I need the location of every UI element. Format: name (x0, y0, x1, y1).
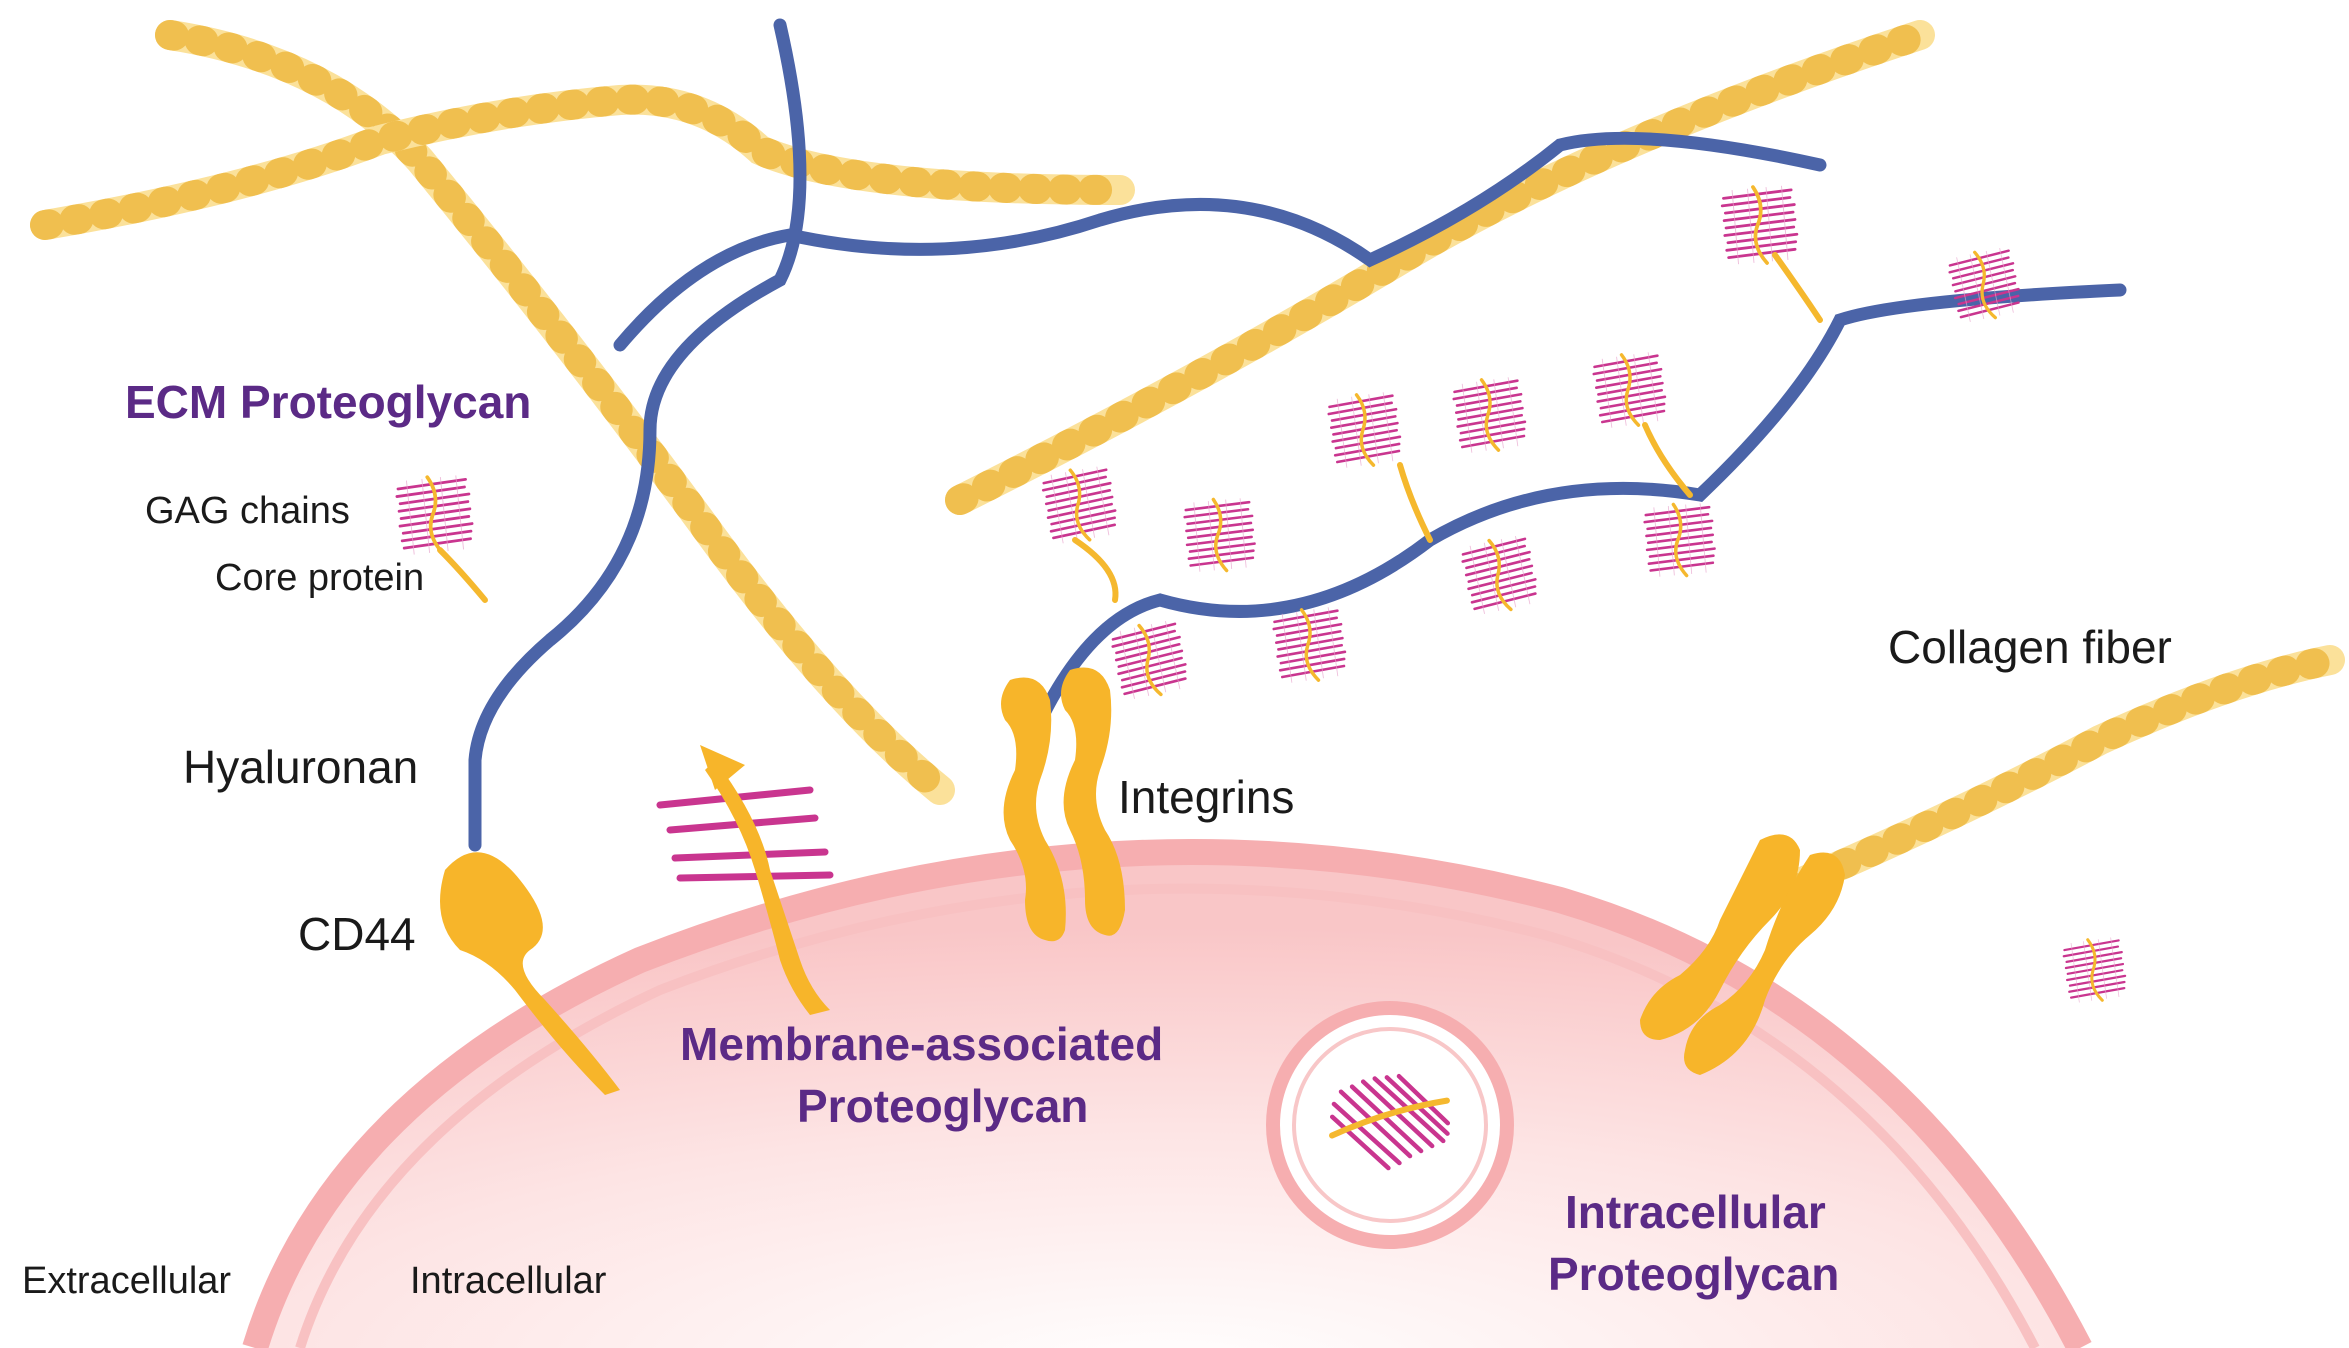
collagen-fiber-right (945, 20, 1935, 515)
membrane-title-line1: Membrane-associated (680, 1018, 1163, 1070)
collagen-fiber-label: Collagen fiber (1888, 621, 2172, 673)
collagen-fibers (30, 20, 2345, 915)
intracellular-title-line1: Intracellular (1565, 1186, 1826, 1238)
collagen-fiber-top (30, 84, 1135, 240)
membrane-title-line2: Proteoglycan (797, 1080, 1088, 1132)
collagen-fiber-left (155, 20, 955, 805)
cd44-receptor (440, 852, 620, 1095)
labels: ECM Proteoglycan GAG chains Core protein… (22, 376, 2172, 1302)
membrane-proteoglycan (656, 745, 834, 1015)
cell (242, 839, 2092, 1348)
hyaluronan-label: Hyaluronan (183, 741, 418, 793)
vesicle (1266, 1001, 1514, 1249)
collagen-fiber-lower-right (1745, 645, 2345, 915)
core-protein-tails (437, 252, 1823, 603)
ecm-proteoglycan-title: ECM Proteoglycan (125, 376, 531, 428)
integrins-label: Integrins (1118, 771, 1294, 823)
intracellular-proteoglycan (1329, 1073, 1451, 1171)
hyaluronan-chains (468, 18, 2127, 852)
extracellular-label: Extracellular (22, 1260, 231, 1302)
gag-chains-label: GAG chains (145, 490, 350, 532)
core-protein-label: Core protein (215, 557, 424, 599)
cd44-label: CD44 (298, 908, 416, 960)
intracellular-title-line2: Proteoglycan (1548, 1248, 1839, 1300)
integrin-right (1640, 834, 1845, 1075)
intracellular-label: Intracellular (410, 1260, 607, 1302)
integrin-center (1001, 667, 1125, 942)
